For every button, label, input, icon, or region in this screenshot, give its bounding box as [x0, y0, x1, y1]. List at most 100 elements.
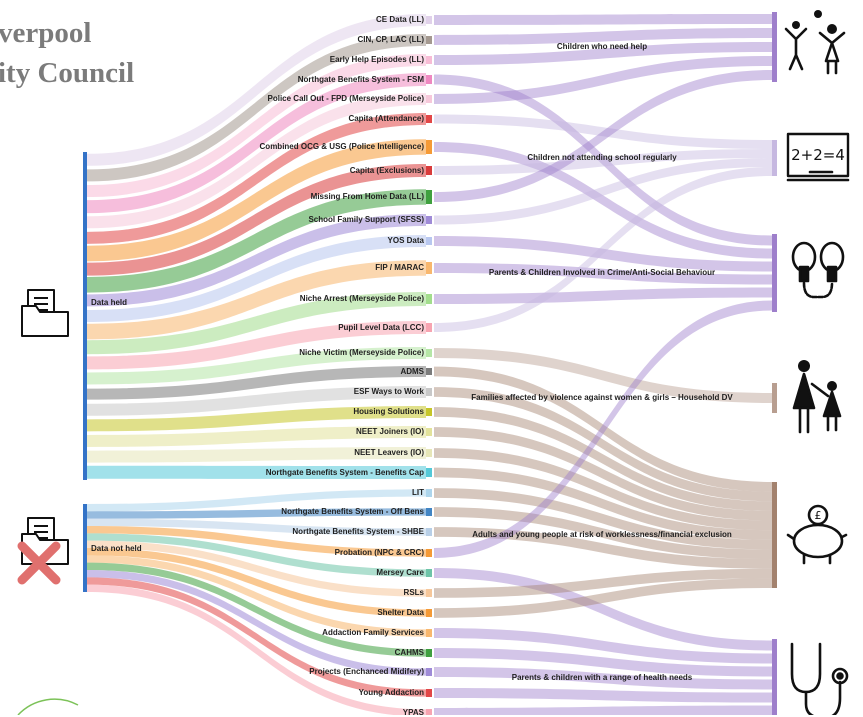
flow-left-13 — [87, 321, 426, 370]
source-node-bar — [426, 508, 432, 516]
right-flows — [434, 14, 772, 715]
source-node-bar — [426, 569, 432, 577]
source-node-bar — [426, 668, 432, 676]
flow-right-29 — [434, 648, 772, 677]
flow-right-21 — [434, 488, 772, 550]
category-icons: 2+2=4£ — [17, 10, 850, 715]
handcuffs-icon — [791, 241, 845, 299]
source-node-bar — [426, 190, 432, 204]
source-node-bar — [426, 528, 432, 536]
source-label: Niche Arrest (Merseyside Police) — [299, 294, 424, 303]
flow-left-31 — [87, 577, 426, 697]
source-label: School Family Support (SFSS) — [308, 215, 424, 224]
category-label: Children who need help — [556, 42, 648, 51]
source-label: Young Addaction — [358, 688, 424, 697]
flow-right-30 — [434, 667, 772, 690]
flow-left-19 — [87, 447, 426, 463]
source-node-bar — [426, 609, 432, 617]
council-logo-line1: verpool — [0, 17, 92, 49]
source-node-bar — [426, 115, 432, 123]
category-node-bar — [772, 140, 777, 176]
source-label: CIN, CP, LAC (LL) — [357, 35, 424, 44]
flow-left-11 — [87, 260, 426, 340]
flow-left-30 — [87, 570, 426, 676]
category-node-bar — [772, 234, 777, 312]
source-label: Northgate Benefits System - Off Bens — [281, 507, 424, 516]
flow-left-2 — [87, 54, 426, 198]
source-node-bar — [426, 262, 432, 274]
flow-right-7 — [434, 149, 772, 175]
decorative-circle-arc — [17, 698, 79, 715]
group-bar-1 — [83, 504, 87, 592]
category-node-bar — [772, 12, 777, 82]
source-label: CAHMS — [394, 648, 424, 657]
category-label: Adults and young people at risk of workl… — [472, 530, 732, 539]
category-node-bar — [772, 639, 777, 715]
source-label: Housing Solutions — [353, 407, 424, 416]
flow-left-15 — [87, 366, 426, 400]
source-label: Addaction Family Services — [322, 628, 424, 637]
flow-right-31 — [434, 688, 772, 703]
children-icon — [784, 10, 846, 75]
flow-right-13 — [434, 167, 772, 332]
council-logo-line2: ity Council — [0, 57, 135, 89]
flow-right-15 — [434, 366, 772, 492]
flow-right-32 — [434, 705, 772, 715]
flow-left-3 — [87, 73, 426, 214]
flow-right-14 — [434, 348, 772, 403]
source-label: Projects (Enchanced Midifery) — [309, 667, 424, 676]
flow-right-23 — [434, 527, 772, 569]
source-node-bar — [426, 349, 432, 357]
source-label: CE Data (LL) — [376, 15, 424, 24]
flow-left-25 — [87, 533, 426, 577]
folder-icon — [21, 289, 69, 337]
source-label: Mersey Care — [376, 568, 424, 577]
left-flows — [87, 14, 426, 715]
source-node-bar — [426, 95, 432, 103]
flow-right-19 — [434, 448, 772, 531]
source-node-bar — [426, 709, 432, 715]
flow-right-26 — [434, 568, 772, 598]
flow-left-18 — [87, 426, 426, 447]
mother-child-icon — [792, 360, 842, 434]
flow-right-5 — [434, 114, 772, 149]
flow-left-27 — [87, 548, 426, 617]
svg-text:£: £ — [815, 509, 822, 522]
flow-right-10 — [434, 236, 772, 272]
source-node-bar — [426, 36, 432, 44]
source-label: Early Help Episodes (LL) — [329, 55, 424, 64]
source-label: NEET Leavers (IO) — [354, 448, 424, 457]
group-bar-0 — [83, 152, 87, 480]
flow-left-12 — [87, 292, 426, 355]
flow-left-29 — [87, 562, 426, 657]
flow-left-7 — [87, 164, 426, 276]
flow-left-21 — [87, 489, 426, 512]
source-node-bar — [426, 408, 432, 416]
flow-left-5 — [87, 113, 426, 244]
flow-left-16 — [87, 386, 426, 416]
category-node-bar — [772, 383, 777, 413]
source-label: Northgate Benefits System - SHBE — [292, 527, 424, 536]
source-node-bar — [426, 449, 432, 457]
flow-left-8 — [87, 189, 426, 293]
source-label: NEET Joiners (IO) — [355, 427, 424, 436]
source-node-bar — [426, 56, 432, 64]
flow-left-6 — [87, 139, 426, 262]
flow-right-27 — [434, 578, 772, 618]
flow-left-0 — [87, 14, 426, 166]
source-label: YOS Data — [387, 236, 424, 245]
category-label: Families affected by violence against wo… — [471, 393, 733, 402]
source-label: Missing From Home Data (LL) — [310, 192, 424, 201]
category-label: Parents & Children Involved in Crime/Ant… — [488, 268, 716, 277]
flow-right-12 — [434, 287, 772, 304]
flow-left-4 — [87, 93, 426, 229]
flow-right-18 — [434, 427, 772, 521]
flow-right-2 — [434, 42, 772, 65]
flow-right-16 — [434, 387, 772, 502]
flow-left-28 — [87, 555, 426, 637]
source-label: Police Call Out - FPD (Merseyside Police… — [267, 94, 425, 103]
flow-left-1 — [87, 34, 426, 182]
source-node-bar — [426, 649, 432, 657]
